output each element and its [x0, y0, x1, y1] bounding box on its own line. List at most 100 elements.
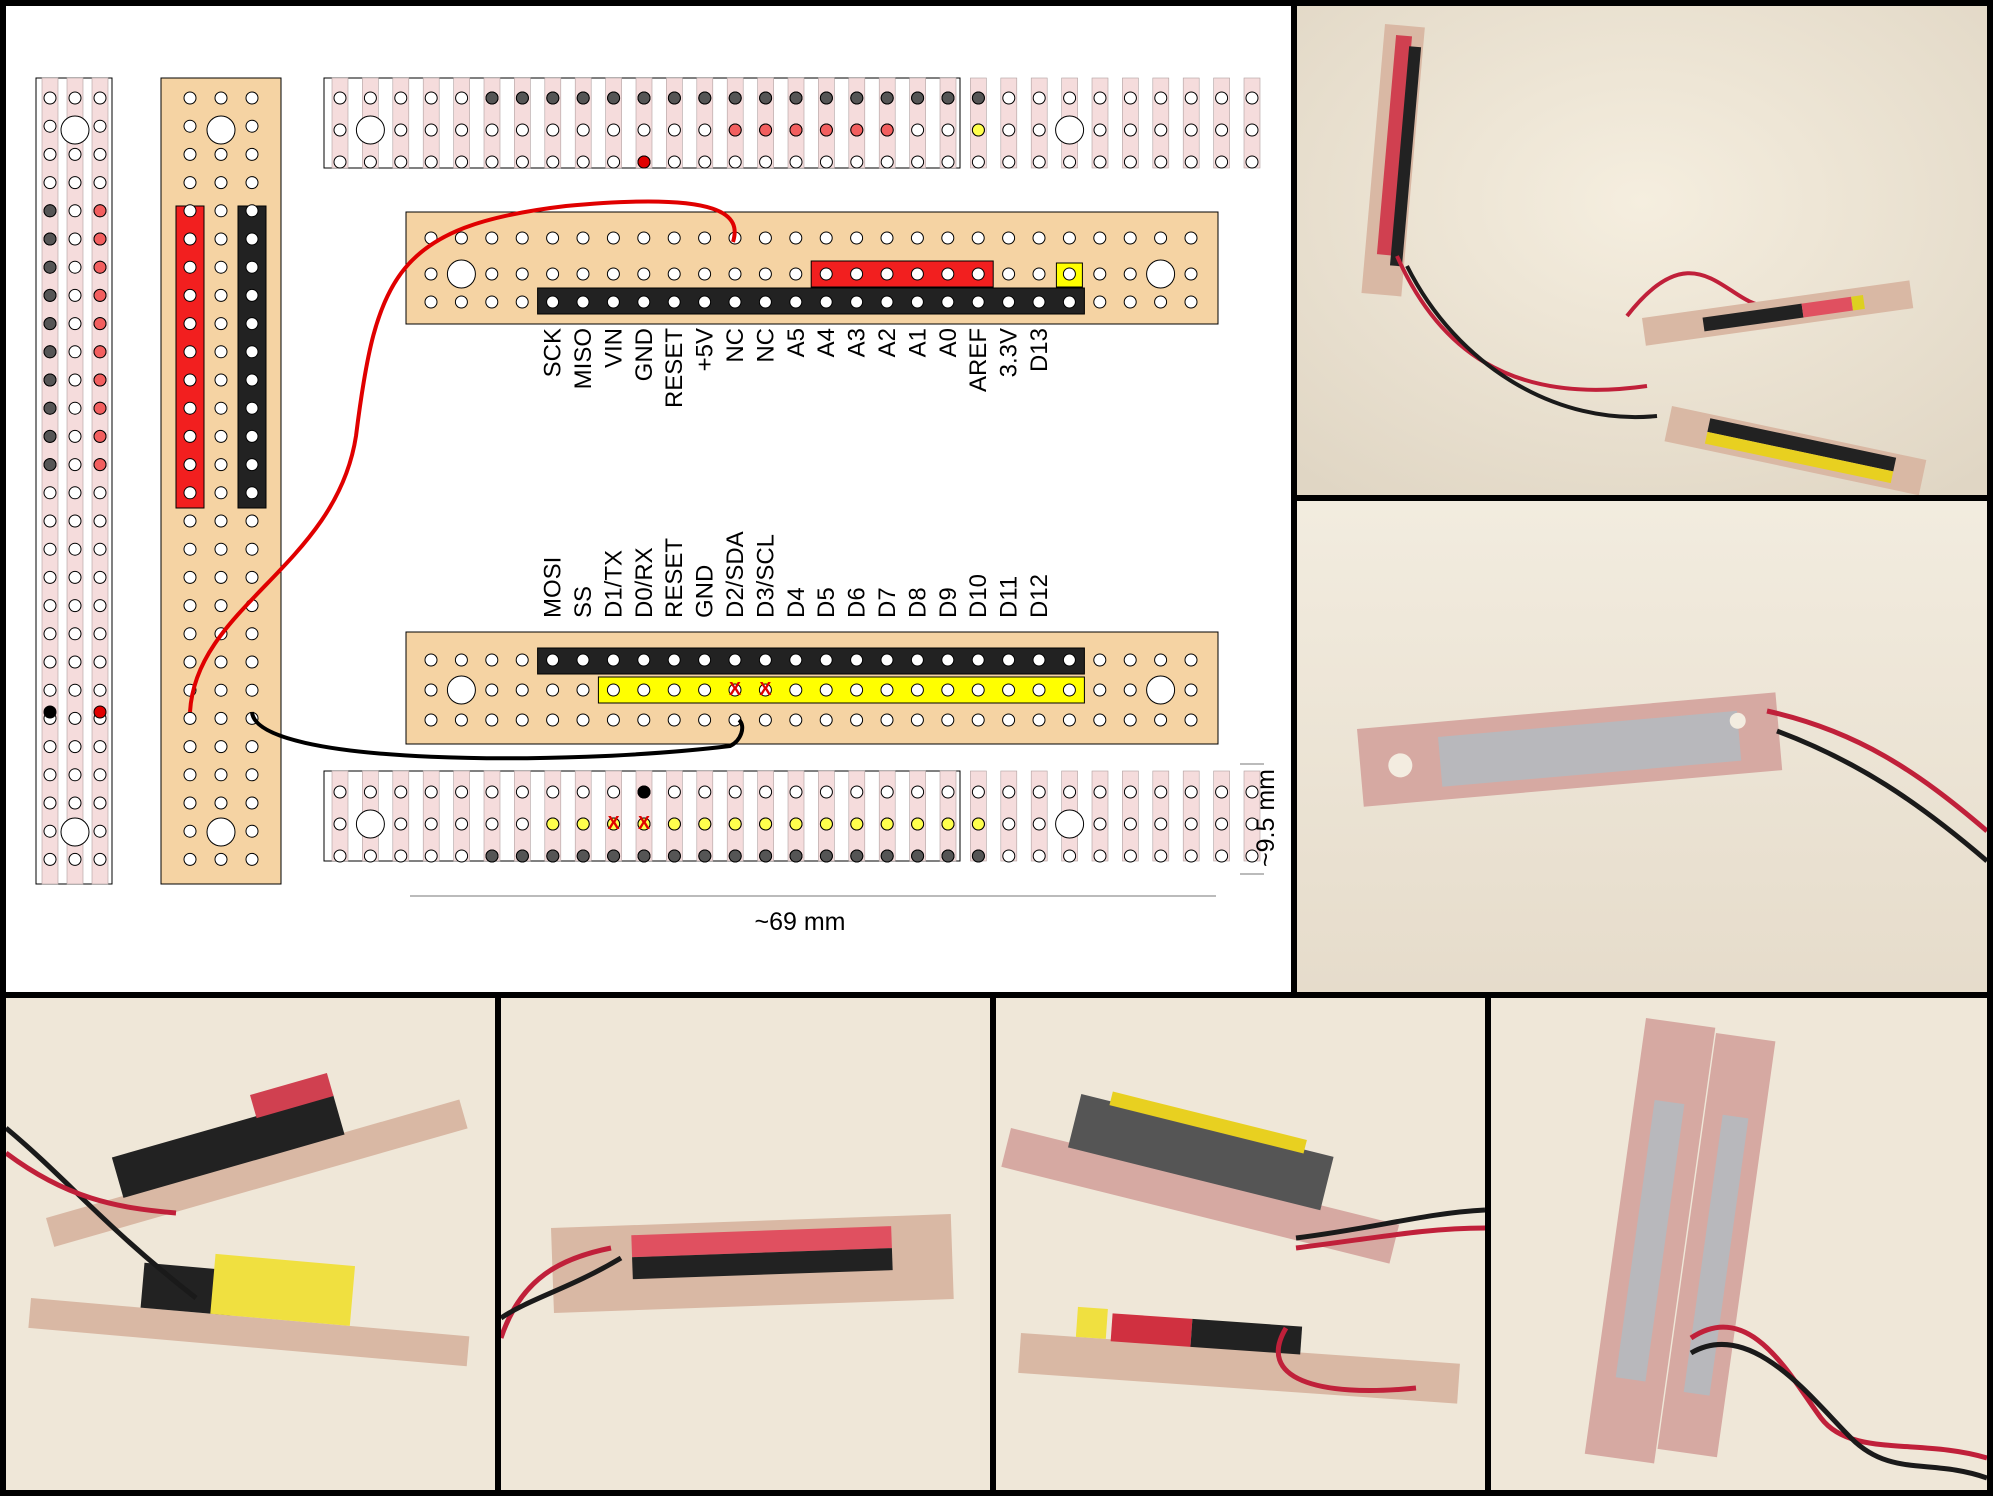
- hole: [1184, 267, 1198, 281]
- top-pin-label: +5V: [692, 328, 719, 371]
- hole: [819, 231, 833, 245]
- hole: [68, 796, 82, 810]
- hole: [546, 155, 560, 169]
- hole: [183, 514, 197, 528]
- hole: [1184, 295, 1198, 309]
- hole: [183, 119, 197, 133]
- hole: [424, 155, 438, 169]
- hole: [183, 204, 197, 218]
- hole: [759, 785, 773, 799]
- hole: [880, 231, 894, 245]
- hole: [214, 147, 228, 161]
- copper-strip: [1152, 770, 1170, 862]
- hole: [1123, 849, 1137, 863]
- top-pin-label: A1: [904, 328, 931, 357]
- hole: [1123, 155, 1137, 169]
- hole: [43, 570, 57, 584]
- hole: [43, 796, 57, 810]
- hole: [758, 295, 772, 309]
- hole: [667, 653, 681, 667]
- hole: [1184, 785, 1198, 799]
- hole: [1123, 231, 1137, 245]
- hole: [1062, 295, 1076, 309]
- hole: [637, 683, 651, 697]
- mounting-hole: [1055, 115, 1085, 145]
- hole: [1123, 683, 1137, 697]
- hole: [1245, 849, 1259, 863]
- pin-gnd-black: [637, 785, 651, 799]
- hole: [68, 627, 82, 641]
- hole: [245, 740, 259, 754]
- hole: [183, 176, 197, 190]
- hole: [698, 267, 712, 281]
- photo-stacked-solder-view: [1491, 998, 1987, 1490]
- hole: [214, 711, 228, 725]
- hole: [758, 267, 772, 281]
- pin-dark: [850, 91, 864, 105]
- hole: [424, 683, 438, 697]
- hole: [971, 155, 985, 169]
- hole: [93, 768, 107, 782]
- pin-dark: [667, 849, 681, 863]
- hole: [758, 683, 772, 697]
- hole: [394, 123, 408, 137]
- hole: [183, 317, 197, 331]
- hole: [789, 653, 803, 667]
- hole: [1002, 231, 1016, 245]
- hole: [245, 288, 259, 302]
- hole: [515, 231, 529, 245]
- hole: [1245, 785, 1259, 799]
- dimension-height-label: ~9.5 mm: [1252, 769, 1280, 867]
- hole: [1032, 785, 1046, 799]
- top-pin-label: A0: [935, 328, 962, 357]
- hole: [245, 91, 259, 105]
- hole: [971, 785, 985, 799]
- copper-strip: [726, 770, 744, 862]
- hole: [850, 155, 864, 169]
- hole: [455, 123, 469, 137]
- hole: [245, 176, 259, 190]
- hole: [183, 740, 197, 754]
- mounting-hole: [1146, 675, 1176, 705]
- hole: [183, 542, 197, 556]
- hole: [363, 785, 377, 799]
- hole: [1184, 155, 1198, 169]
- hole: [1184, 653, 1198, 667]
- pin-dark: [880, 91, 894, 105]
- pin-dark: [637, 91, 651, 105]
- pin-red: [789, 123, 803, 137]
- hole: [515, 155, 529, 169]
- bottom-pin-label: D0/RX: [631, 547, 658, 618]
- pin-dark: [941, 91, 955, 105]
- hole: [93, 655, 107, 669]
- top-pin-label: A2: [874, 328, 901, 357]
- hole: [515, 267, 529, 281]
- hole: [454, 713, 468, 727]
- hole: [68, 458, 82, 472]
- hole: [43, 147, 57, 161]
- hole: [245, 542, 259, 556]
- copper-strip: [1182, 770, 1200, 862]
- hole: [68, 542, 82, 556]
- hole: [941, 683, 955, 697]
- hole: [667, 785, 681, 799]
- hole: [363, 849, 377, 863]
- pin-dark: [546, 849, 560, 863]
- bottom-pin-label: D6: [844, 587, 871, 618]
- bottom-pin-label: D8: [904, 587, 931, 618]
- hole: [789, 155, 803, 169]
- hole: [576, 713, 590, 727]
- hole: [1002, 653, 1016, 667]
- hole: [43, 627, 57, 641]
- pin-dark: [43, 345, 57, 359]
- hole: [728, 683, 742, 697]
- hole: [1032, 713, 1046, 727]
- hole: [43, 768, 57, 782]
- hole: [1093, 785, 1107, 799]
- hole: [910, 267, 924, 281]
- hole: [941, 155, 955, 169]
- copper-strip: [818, 770, 835, 862]
- hole: [68, 345, 82, 359]
- hole: [576, 785, 590, 799]
- top-pin-label: RESET: [661, 328, 688, 408]
